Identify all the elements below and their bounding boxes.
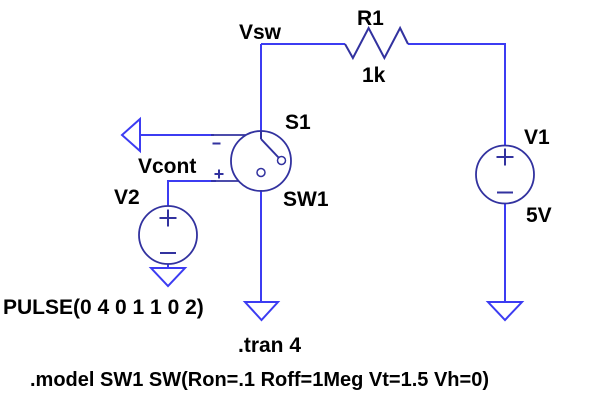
switch-contact-bottom — [256, 167, 266, 178]
directive-model[interactable]: .model SW1 SW(Ron=.1 Roff=1Meg Vt=1.5 Vh… — [30, 369, 489, 391]
v1-value-label[interactable]: 5V — [526, 204, 552, 227]
ground-icon-switch[interactable] — [242, 301, 281, 322]
voltage-source-v2-component[interactable] — [138, 205, 198, 265]
resistor-name-label[interactable]: R1 — [357, 7, 384, 30]
switch-model-label[interactable]: SW1 — [283, 188, 329, 211]
directive-tran[interactable]: .tran 4 — [238, 334, 301, 357]
resistor-value-label[interactable]: 1k — [362, 64, 386, 87]
voltage-source-v1-component[interactable] — [475, 144, 535, 205]
switch-name-label[interactable]: S1 — [285, 111, 311, 134]
v2-name-label[interactable]: V2 — [114, 186, 140, 209]
switch-component[interactable] — [211, 130, 292, 192]
ground-icon-left-rotated[interactable] — [120, 116, 141, 154]
resistor-zigzag-icon — [344, 25, 409, 61]
v1-name-label[interactable]: V1 — [524, 126, 550, 149]
net-label-vcont[interactable]: Vcont — [138, 155, 196, 178]
ground-icon-v2[interactable] — [148, 267, 188, 288]
resistor-component[interactable] — [344, 25, 409, 61]
wire-v2-to-switch-plus[interactable] — [167, 180, 216, 206]
switch-lever-icon — [260, 138, 280, 159]
v2-body-circle — [138, 205, 198, 265]
ground-icon-v1[interactable] — [485, 301, 525, 322]
v1-body-circle — [475, 144, 535, 205]
v2-value-label[interactable]: PULSE(0 4 0 1 1 0 2) — [3, 296, 204, 319]
switch-contact-right — [276, 155, 287, 166]
net-label-vsw[interactable]: Vsw — [239, 21, 282, 44]
